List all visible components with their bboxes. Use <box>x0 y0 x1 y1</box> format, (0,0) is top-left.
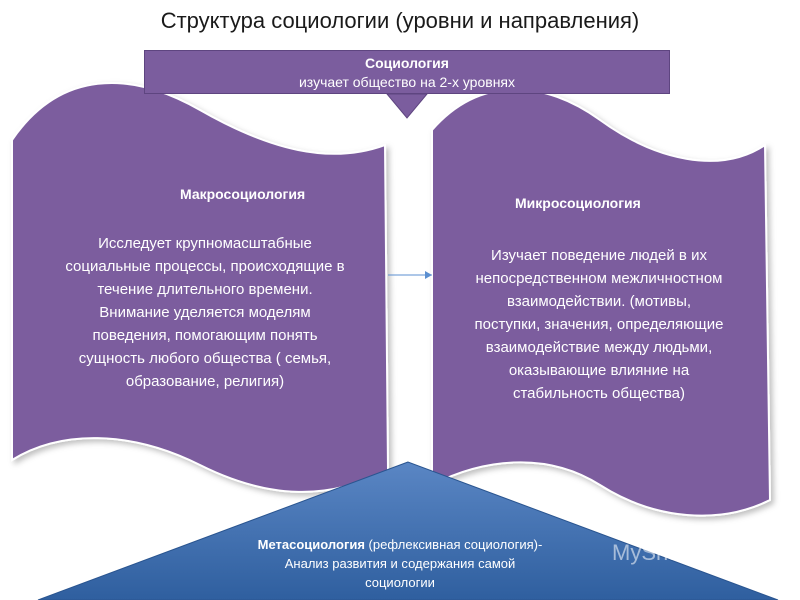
sociology-title: Социология <box>365 55 449 71</box>
micro-description: Изучает поведение людей в их непосредств… <box>440 244 758 405</box>
macro-line: Исследует крупномасштабные <box>98 235 312 252</box>
meta-term: Метасоциология <box>257 537 365 552</box>
down-arrow-icon <box>385 93 429 119</box>
macro-line: сущность любого общества ( семья, <box>78 350 332 367</box>
micro-line: Изучает поведение людей в их <box>491 247 707 264</box>
macro-description: Исследует крупномасштабные социальные пр… <box>30 232 380 393</box>
slide-title: Структура социологии (уровни и направлен… <box>160 8 640 33</box>
sociology-box: Социология изучает общество на 2-х уровн… <box>144 50 670 94</box>
micro-line: непосредственном межличностном <box>475 270 723 287</box>
macro-line: течение длительного времени. <box>97 281 313 298</box>
meta-description: Метасоциология (рефлексивная социология)… <box>200 535 600 592</box>
micro-line: поступки, значения, определяющие <box>474 316 724 333</box>
sociology-subtitle: изучает общество на 2-х уровнях <box>298 74 515 90</box>
micro-line: взаимодействие между людьми, <box>485 339 713 356</box>
connector-arrow-head-icon <box>425 271 432 279</box>
meta-triangle <box>37 461 779 600</box>
macro-heading: Макросоциология <box>180 186 306 202</box>
meta-line-3: социологии <box>365 575 435 590</box>
macro-wave-panel <box>11 81 390 493</box>
micro-line: стабильность общества) <box>512 385 686 402</box>
macro-line: поведения, помогающим понять <box>92 327 318 344</box>
meta-line-2: Анализ развития и содержания самой <box>284 556 516 571</box>
watermark-logo: MyShared <box>612 540 713 565</box>
micro-line: оказывающие влияние на <box>508 362 690 379</box>
macro-line: образование, религия) <box>125 373 285 390</box>
macro-line: Внимание уделяется моделям <box>99 304 311 321</box>
micro-heading: Микросоциология <box>515 195 641 211</box>
meta-term-note: (рефлексивная социология)- <box>364 537 543 552</box>
meta-line-1: Метасоциология (рефлексивная социология)… <box>200 535 600 554</box>
macro-line: социальные процессы, происходящие в <box>65 258 345 275</box>
micro-line: взаимодействии. (мотивы, <box>506 293 692 310</box>
